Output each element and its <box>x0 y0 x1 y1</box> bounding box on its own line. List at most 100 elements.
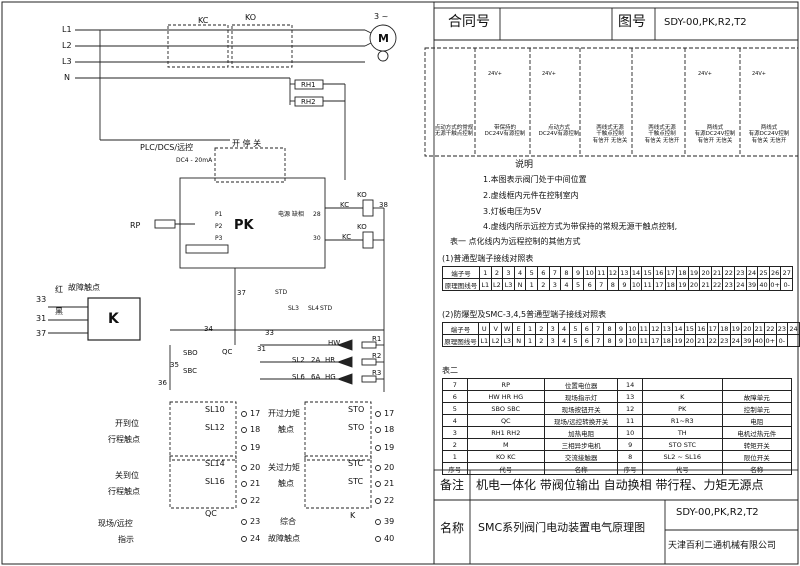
rh1-label: RH1 <box>301 81 316 89</box>
table-cell: 2 <box>442 438 468 451</box>
table-cell: N <box>512 334 525 347</box>
table-cell: 7 <box>594 278 608 291</box>
table-cell: 15 <box>641 266 654 279</box>
table-cell: 40 <box>752 334 766 347</box>
table-cell: 9 <box>571 266 585 279</box>
phase-label-n: N <box>64 73 70 82</box>
table-cell: 21 <box>699 278 712 291</box>
table-cell: 加热电阻 <box>543 426 619 439</box>
table-cell: 21 <box>710 266 724 279</box>
table-cell: K <box>641 390 723 403</box>
table-cell: KO KC <box>466 450 545 463</box>
table-cell: 1 <box>523 334 537 347</box>
table-cell: 13 <box>617 390 643 403</box>
p3-label: P3 <box>215 235 223 242</box>
table-cell: 3 <box>546 322 559 335</box>
close-position-label: 关到位 <box>115 471 139 480</box>
table-cell: W <box>500 322 514 335</box>
table-cell: 23 <box>722 278 736 291</box>
table-cell: 4 <box>560 278 573 291</box>
control-mode-line: 有源DC24V控制 <box>748 131 790 138</box>
bom-title: 表二 <box>442 366 458 375</box>
terminal-circle <box>241 536 247 542</box>
table-cell: 19 <box>676 278 689 291</box>
drawing-label: 图号 <box>618 14 646 30</box>
table-cell: 10 <box>626 334 639 347</box>
open-torque-label2: 触点 <box>278 425 294 434</box>
name-text: SMC系列阀门电动装置电气原理图 <box>478 521 646 534</box>
fault-all-label: 综合 <box>280 517 296 526</box>
control-mode-line: 干触点控制 <box>648 131 676 138</box>
remote-label2: 指示 <box>118 535 134 544</box>
table-cell: 电机过热元件 <box>721 426 793 439</box>
table-cell: L1 <box>477 334 491 347</box>
kc-coil-label: KC <box>340 201 350 209</box>
qc-bottom-label: QC <box>205 509 217 518</box>
table-cell: 8 <box>603 322 616 335</box>
table-cell: 6 <box>442 390 468 403</box>
table-cell: HW HR HG <box>466 390 545 403</box>
control-mode-line: 有信开 无信关 <box>592 137 628 144</box>
table-cell: 现场/远控转换开关 <box>543 414 619 427</box>
table-cell: 12 <box>617 402 643 415</box>
table-cell: 故障单元 <box>721 390 793 403</box>
table-cell: 20 <box>699 266 712 279</box>
stc-label-2: STC <box>348 477 364 486</box>
fault-contact-label: 故障触点 <box>68 283 100 292</box>
close-torque-label2: 触点 <box>278 479 294 488</box>
v2a-label: 2A <box>311 356 321 364</box>
k-label: K <box>108 311 119 327</box>
ko-coil-label: KO <box>357 191 367 199</box>
hg-label: HG <box>325 373 336 381</box>
notes-text: 机电一体化 带阀位输出 自动换相 带行程、力矩无源点 <box>476 478 764 492</box>
control-mode-line: 两线式 <box>760 125 778 131</box>
table-cell: 控制单元 <box>721 402 793 415</box>
control-mode-line: 点动方式 <box>547 125 570 131</box>
row-label: 端子号 <box>442 266 480 279</box>
phase-label-l1: L1 <box>62 25 72 34</box>
table-cell: 19 <box>687 266 701 279</box>
table-cell: 代号 <box>641 462 723 475</box>
remote-label: 现场/远控 <box>98 519 133 528</box>
control-mode-1: 点动方式的常规无源干触点控制 <box>427 125 481 138</box>
sl12-label: SL12 <box>205 423 225 432</box>
table-cell: 9 <box>614 334 628 347</box>
switch-label: 开 停 关 <box>232 139 262 148</box>
rh2-label: RH2 <box>301 98 316 106</box>
table-cell: L2 <box>490 278 504 291</box>
plc-label: PLC/DCS/远控 <box>140 143 194 152</box>
table-cell: 6 <box>536 266 550 279</box>
std-label: STD <box>275 289 288 296</box>
notes-label: 备注 <box>440 478 465 492</box>
stc-label-1: STC <box>348 459 364 468</box>
sto-label-2: STO <box>348 423 365 432</box>
t21r: 21 <box>384 479 395 488</box>
table-cell: 2 <box>535 322 548 335</box>
pk-label: PK <box>234 218 254 233</box>
table-cell: 9 <box>617 438 643 451</box>
ko-coil-label-2: KO <box>357 223 367 231</box>
voltage-label: 24V+ <box>488 71 502 77</box>
sl4-label: SL4 <box>308 305 319 312</box>
terminal-circle <box>375 411 381 417</box>
terminal-circle <box>375 498 381 504</box>
explanation-line-3: 3.灯板电压为5V <box>483 207 542 216</box>
table-cell: 4 <box>557 322 571 335</box>
table-cell: 11 <box>637 334 651 347</box>
table-cell: 3 <box>442 426 468 439</box>
t20: 20 <box>250 463 261 472</box>
table-cell: 24 <box>734 278 747 291</box>
voltage-label: 24V+ <box>752 71 766 77</box>
table-cell: 10 <box>629 278 643 291</box>
n37b-label: 37 <box>237 289 246 297</box>
table-cell: 3 <box>548 278 562 291</box>
sl6-label: SL6 <box>292 373 305 381</box>
